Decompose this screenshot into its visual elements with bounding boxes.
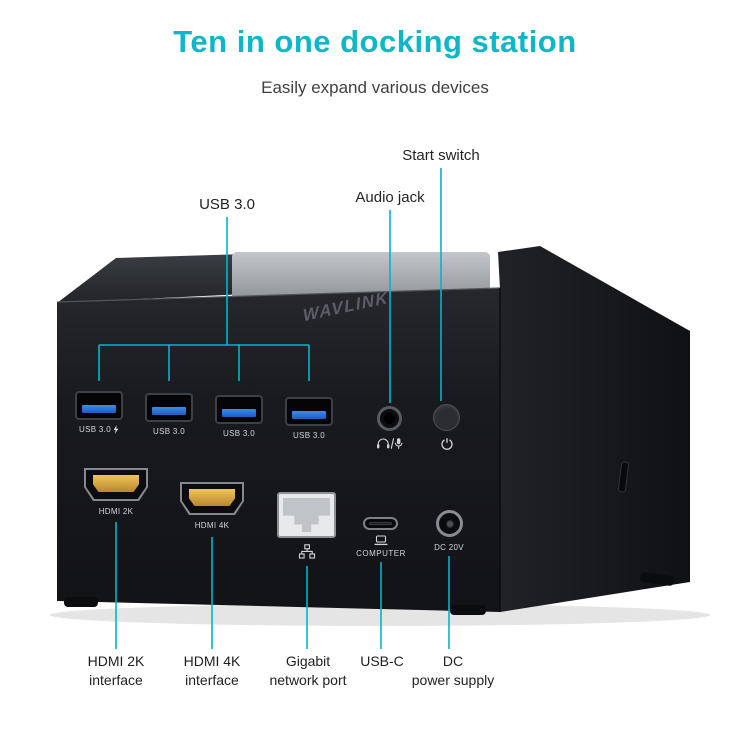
usb-port-tongue <box>152 407 186 415</box>
callout-start-switch-label: Start switch <box>402 147 480 164</box>
callout-line: DC <box>442 653 464 669</box>
device-front-face <box>57 288 500 612</box>
callout-line: HDMI 4K <box>183 653 241 669</box>
usb-port-tongue <box>82 405 116 413</box>
dc-port-label: DC 20V <box>434 543 464 552</box>
usb-port-label: USB 3.0 <box>293 431 325 440</box>
usb-port <box>215 395 263 424</box>
usb-port-label: USB 3.0 <box>223 429 255 438</box>
callout-line: network port <box>269 672 347 688</box>
usb-port-label: USB 3.0 <box>79 425 119 434</box>
device-shadow <box>50 604 710 626</box>
callout-line: power supply <box>411 672 495 688</box>
lan-icon <box>298 544 316 559</box>
device-top-face <box>57 254 246 303</box>
dc-pin <box>445 519 454 528</box>
device-right-face <box>498 246 690 612</box>
power-button <box>433 404 460 431</box>
hdmi-4k-port-label: HDMI 4K <box>195 521 230 530</box>
callout-line: interface <box>89 672 143 688</box>
callout-usbc-label: USB-C <box>360 652 404 671</box>
usb-port <box>285 397 333 426</box>
usb-port-label-text: USB 3.0 <box>293 431 325 440</box>
hdmi-2k-port <box>84 468 148 501</box>
page-title: Ten in one docking station <box>173 24 577 59</box>
usb-port-tongue <box>222 409 256 417</box>
lightning-icon <box>113 425 119 434</box>
usb-port-label-text: USB 3.0 <box>79 425 111 434</box>
kensington-lock-slot <box>618 461 629 493</box>
hdmi-2k-port-label: HDMI 2K <box>99 507 134 516</box>
callout-ethernet-label: Gigabit network port <box>269 652 346 690</box>
page-subtitle: Easily expand various devices <box>261 78 489 97</box>
callout-hdmi4k-label: HDMI 4K interface <box>184 652 241 690</box>
callout-line: HDMI 2K <box>87 653 145 669</box>
callout-usb3-label: USB 3.0 <box>199 196 255 213</box>
dc-port-label-text: DC 20V <box>434 543 464 552</box>
usb-port-label-text: USB 3.0 <box>153 427 185 436</box>
usb-port <box>75 391 123 420</box>
hdmi-4k-port <box>180 482 244 515</box>
usb-port-label-text: USB 3.0 <box>223 429 255 438</box>
power-icon <box>441 437 454 450</box>
usb-port-tongue <box>292 411 326 419</box>
audio-jack-hole <box>384 413 395 424</box>
callout-line: USB-C <box>360 653 404 669</box>
hdmi-connector <box>93 475 139 492</box>
hdmi-2k-port-label-text: HDMI 2K <box>98 507 134 516</box>
usbc-port <box>363 517 398 530</box>
usbc-port-label: COMPUTER <box>356 549 406 558</box>
ethernet-cavity <box>283 498 330 532</box>
headset-mic-icon <box>376 437 404 450</box>
audio-jack-port <box>377 406 402 431</box>
callout-line: Gigabit <box>285 653 331 669</box>
hdmi-connector <box>189 489 235 506</box>
device-foot <box>639 572 675 586</box>
callout-line: interface <box>185 672 239 688</box>
laptop-icon <box>374 535 389 546</box>
callout-dc-label: DC power supply <box>412 652 495 690</box>
device-foot <box>450 605 486 615</box>
callout-hdmi2k-label: HDMI 2K interface <box>88 652 145 690</box>
usbc-port-label-text: COMPUTER <box>356 549 406 558</box>
dc-power-port <box>436 510 463 537</box>
ethernet-port <box>277 492 336 538</box>
hdmi-4k-port-label-text: HDMI 4K <box>194 521 230 530</box>
callout-audio-jack-label: Audio jack <box>355 189 425 206</box>
device-foot <box>64 597 98 607</box>
usb-port <box>145 393 193 422</box>
usbc-slot <box>369 522 392 525</box>
usb-port-label: USB 3.0 <box>153 427 185 436</box>
